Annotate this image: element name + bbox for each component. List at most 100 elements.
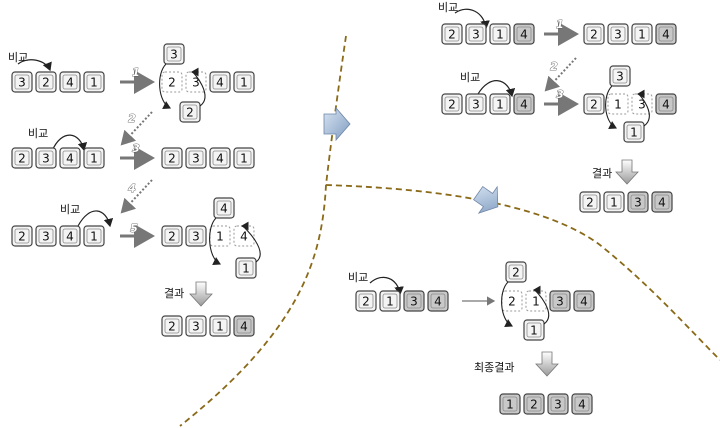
array-cell: 4 <box>651 191 673 213</box>
cell-value: 3 <box>472 98 480 112</box>
cell-value: 2 <box>18 152 26 166</box>
array-cell: 2 <box>441 93 463 115</box>
array-cell: 1 <box>525 290 547 312</box>
step-number: 2 <box>550 60 558 73</box>
swap-group: 21 <box>501 261 550 341</box>
array-cell: 1 <box>603 191 625 213</box>
cell-value: 1 <box>216 230 224 244</box>
cell-value: 2 <box>530 398 538 412</box>
divider-vertical <box>179 35 347 427</box>
cell-value: 4 <box>662 98 670 112</box>
array-cell: 1 <box>623 121 645 143</box>
down-arrow-icon <box>189 281 213 307</box>
cell-value: 1 <box>530 324 538 338</box>
cell-value: 4 <box>658 196 666 210</box>
array-cell: 1 <box>83 225 105 247</box>
array-cell: 1 <box>607 93 629 115</box>
swap-arrow <box>240 221 261 263</box>
cell-value: 1 <box>242 262 250 276</box>
cell-value: 4 <box>216 76 224 90</box>
step-arrow: 4 <box>120 179 153 214</box>
cell-value: 2 <box>168 76 176 90</box>
array-cell: 4 <box>209 71 231 93</box>
array-cell: 3 <box>185 147 207 169</box>
array-cell: 2 <box>11 147 33 169</box>
cell-value: 1 <box>506 398 514 412</box>
cell-value: 4 <box>520 28 528 42</box>
array-cell: 3 <box>609 65 631 87</box>
array-cell: 1 <box>233 147 255 169</box>
swap-arrow <box>532 285 550 325</box>
step-arrow: 3 <box>120 142 155 170</box>
down-arrow-icon <box>535 351 559 377</box>
cell-value: 1 <box>240 152 248 166</box>
array-cell: 1 <box>83 147 105 169</box>
cell-value: 3 <box>616 70 624 84</box>
step-arrow: 3 <box>544 88 579 116</box>
swap-arrow <box>501 281 513 327</box>
cell-value: 3 <box>556 295 564 309</box>
compare-label: 비교 <box>460 71 480 84</box>
array-cell: 3 <box>607 23 629 45</box>
array-cell: 3 <box>35 225 57 247</box>
array-cell: 3 <box>11 71 33 93</box>
cell-value: 3 <box>634 196 642 210</box>
cell-value: 4 <box>240 230 248 244</box>
array-cell: 4 <box>233 315 255 337</box>
cell-value: 2 <box>512 266 520 280</box>
array-cell: 4 <box>59 225 81 247</box>
compare-label: 비교 <box>28 127 48 140</box>
cell-value: 1 <box>90 152 98 166</box>
array-row: 2 1 3 4 <box>355 290 449 312</box>
cell-value: 4 <box>434 295 442 309</box>
cell-value: 3 <box>614 28 622 42</box>
cell-value: 3 <box>554 398 562 412</box>
swap-group: 41 <box>209 197 261 279</box>
step-arrow: 2 <box>120 111 153 146</box>
step-number: 3 <box>556 88 564 101</box>
array-cell: 4 <box>213 197 235 219</box>
array-cell: 2 <box>583 93 605 115</box>
swap-arrow <box>159 63 171 109</box>
array-cell: 4 <box>513 93 535 115</box>
cell-value: 1 <box>496 28 504 42</box>
cell-value: 3 <box>638 98 646 112</box>
cell-value: 2 <box>168 230 176 244</box>
cell-value: 2 <box>508 295 516 309</box>
array-cell: 3 <box>185 225 207 247</box>
compare-label: 비교 <box>8 51 28 64</box>
cell-value: 3 <box>410 295 418 309</box>
array-cell: 2 <box>161 147 183 169</box>
cell-value: 1 <box>386 295 394 309</box>
array-cell: 3 <box>465 23 487 45</box>
cell-value: 3 <box>472 28 480 42</box>
swap-group: 31 <box>605 65 650 143</box>
step-number: 3 <box>132 142 140 155</box>
array-cell: 4 <box>513 23 535 45</box>
cell-value: 2 <box>362 295 370 309</box>
step-number: 1 <box>556 18 564 31</box>
cell-value: 4 <box>220 202 228 216</box>
cell-value: 2 <box>168 152 176 166</box>
step-arrow: 5 <box>120 222 155 248</box>
down-arrow-icon <box>615 159 639 185</box>
array-cell: 2 <box>523 393 545 415</box>
cell-value: 4 <box>66 76 74 90</box>
array-cell: 2 <box>583 23 605 45</box>
cell-value: 3 <box>170 48 178 62</box>
cell-value: 3 <box>192 76 200 90</box>
array-cell: 4 <box>59 71 81 93</box>
array-cell: 1 <box>489 93 511 115</box>
array-cell: 2 <box>355 290 377 312</box>
